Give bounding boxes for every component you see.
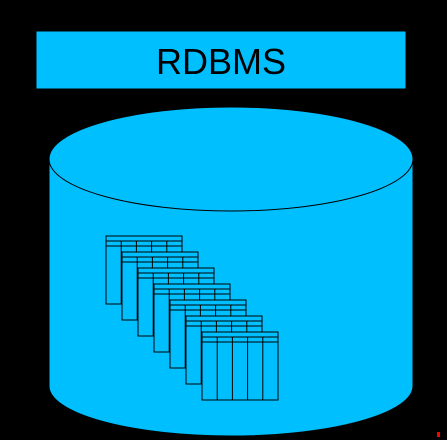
title-box: RDBMS xyxy=(35,30,407,90)
table-stack xyxy=(105,235,279,401)
title-box-fill xyxy=(35,30,407,90)
title-label: RDBMS xyxy=(156,41,286,82)
database-cylinder xyxy=(48,106,414,437)
table-icon xyxy=(201,331,279,401)
cylinder-body xyxy=(48,158,414,437)
cylinder-top xyxy=(48,106,414,212)
corner-mark xyxy=(437,432,440,437)
table-icon-frame xyxy=(201,331,279,401)
